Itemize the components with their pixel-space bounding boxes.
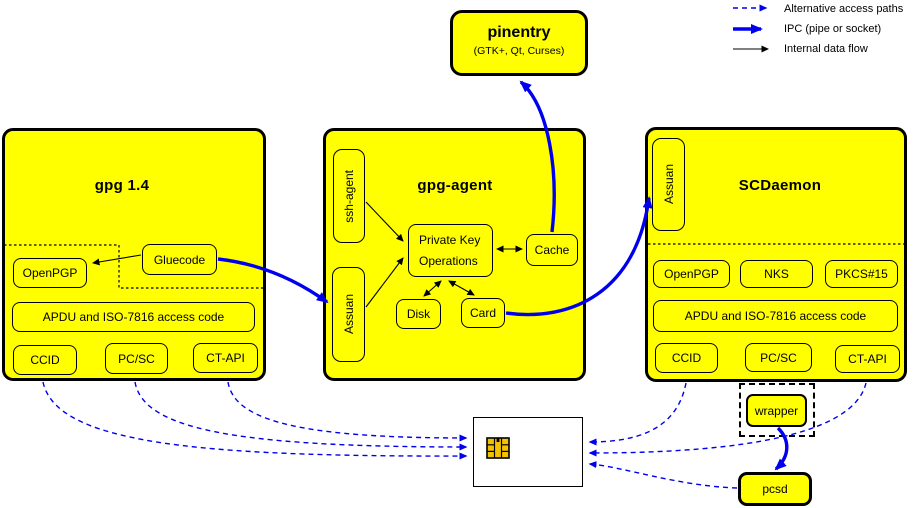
private-key-operations-module: Private Key Operations [408,224,493,277]
alt-pcsd-to-card [588,461,738,489]
gpg14-pcsc-module: PC/SC [105,343,168,374]
legend-label-ipc: IPC (pipe or socket) [784,23,882,35]
pko-line1: Private Key [419,232,481,247]
alt-scdaemon-ctapi-to-card [588,382,867,457]
pko-line2: Operations [419,253,478,268]
scdaemon-ctapi-module: CT-API [835,345,900,373]
disk-module: Disk [396,299,441,329]
scdaemon-title: SCDaemon [738,177,822,194]
alt-gpg14-ccid-to-card [42,381,468,460]
scdaemon-assuan-label: Assuan [661,164,676,205]
assuan-label: Assuan [341,294,356,335]
gpg-agent-ssh-agent-module: ssh-agent [333,149,365,243]
pcsd-node: pcsd [738,472,812,506]
smartcard [473,417,583,487]
gpg-agent-title: gpg-agent [417,177,493,194]
scdaemon-apdu-module: APDU and ISO-7816 access code [653,300,898,332]
gpg14-openpgp-module: OpenPGP [13,258,87,288]
scdaemon-nks-module: NKS [740,260,813,288]
wrapper-module: wrapper [746,394,807,427]
gpg14-ccid-module: CCID [13,345,77,375]
scdaemon-ccid-module: CCID [655,343,718,373]
legend-label-internal-flow: Internal data flow [784,43,868,55]
scdaemon-assuan-module: Assuan [652,138,685,231]
alt-gpg14-pcsc-to-card [134,381,468,451]
scdaemon-openpgp-module: OpenPGP [653,260,730,288]
cache-module: Cache [526,234,578,266]
pinentry-title: pinentry [487,24,551,41]
alt-scdaemon-ccid-to-card [588,382,687,446]
gpg14-title: gpg 1.4 [94,177,150,194]
card-module: Card [461,298,505,328]
gpg14-apdu-module: APDU and ISO-7816 access code [12,302,255,332]
smartcard-chip-icon [486,437,510,459]
gpg14-ctapi-module: CT-API [193,343,258,373]
scdaemon-pkcs15-module: PKCS#15 [825,260,898,288]
ssh-agent-label: ssh-agent [342,169,356,223]
pinentry-node: pinentry (GTK+, Qt, Curses) [450,10,588,76]
gpg-agent-assuan-module: Assuan [332,267,365,362]
alt-gpg14-ctapi-to-card [227,381,468,442]
gpg14-gluecode-module: Gluecode [142,244,217,275]
pinentry-subtitle: (GTK+, Qt, Curses) [473,45,565,57]
legend-label-alternative-access: Alternative access paths [784,3,904,15]
scdaemon-pcsc-module: PC/SC [745,343,812,372]
